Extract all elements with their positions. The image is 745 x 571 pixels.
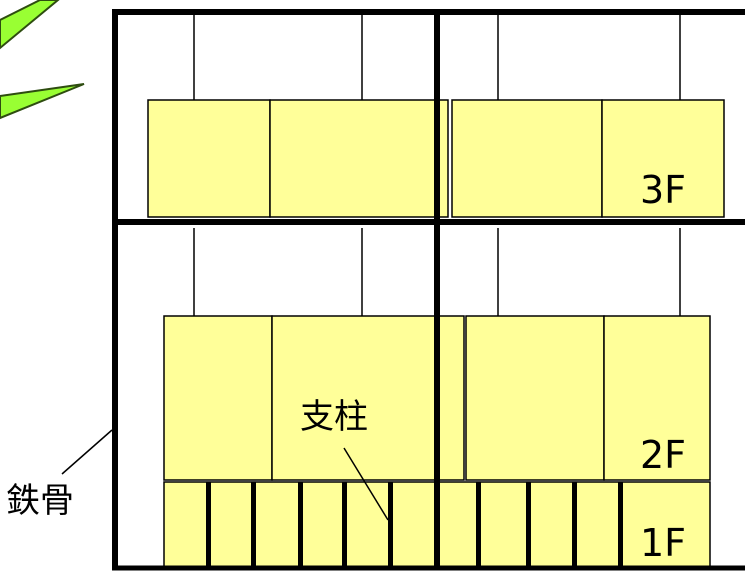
floor-2f-label: 2F bbox=[640, 433, 686, 477]
storage-box bbox=[269, 99, 449, 218]
arrow-chevron-upper bbox=[0, 0, 60, 50]
floor-3f-label: 3F bbox=[640, 168, 686, 212]
floor-1f-label: 1F bbox=[640, 521, 686, 565]
storage-boxes-2f bbox=[163, 315, 711, 481]
storage-boxes-3f bbox=[147, 99, 725, 218]
pillars bbox=[206, 482, 623, 568]
steel-frame-label: 鉄骨 bbox=[6, 481, 74, 521]
pillar bbox=[206, 482, 211, 568]
hanging-lines-middle bbox=[193, 228, 681, 316]
pillar bbox=[251, 482, 256, 568]
storage-box bbox=[147, 99, 271, 218]
pillar bbox=[342, 482, 347, 568]
pillar-callout-line bbox=[343, 447, 389, 521]
frame-outline bbox=[112, 9, 745, 568]
arrow-chevron-lower bbox=[0, 83, 85, 120]
steel-frame-callout-line bbox=[61, 429, 113, 475]
storage-box bbox=[163, 315, 273, 481]
storage-box bbox=[603, 315, 711, 481]
storage-box bbox=[601, 99, 725, 218]
pillar bbox=[526, 482, 531, 568]
pillar bbox=[388, 482, 393, 568]
pillar bbox=[572, 482, 577, 568]
storage-box bbox=[451, 99, 603, 218]
pillar bbox=[476, 482, 481, 568]
storage-box bbox=[465, 315, 605, 481]
storage-box bbox=[271, 315, 465, 481]
green-arrow-icon bbox=[0, 0, 85, 120]
steel-frame bbox=[112, 9, 745, 571]
pillar bbox=[298, 482, 303, 568]
pillar bbox=[618, 482, 623, 568]
pillar-label: 支柱 bbox=[300, 397, 368, 437]
hanging-lines-upper bbox=[193, 14, 681, 100]
